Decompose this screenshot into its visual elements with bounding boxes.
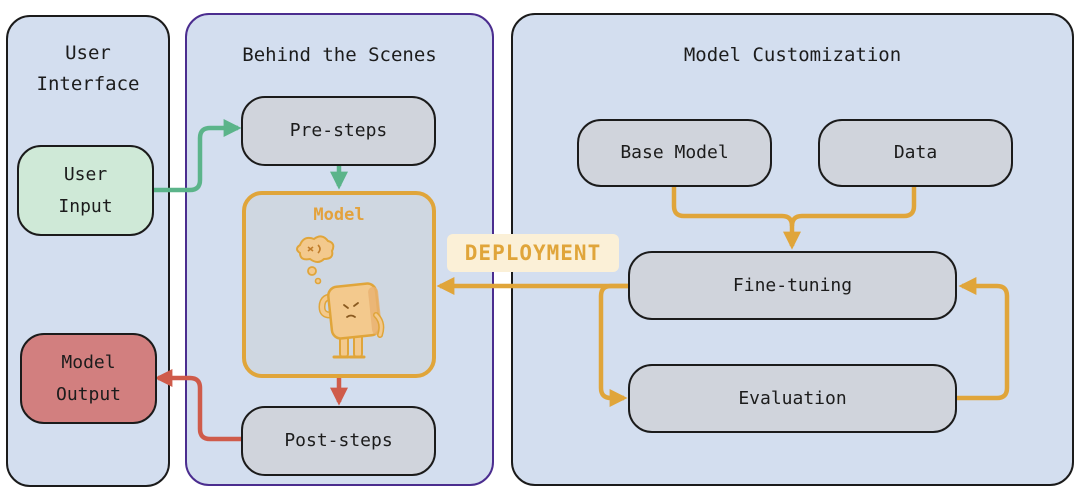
model-customization-title: Model Customization: [683, 44, 902, 66]
arrow-finetuning-to-evaluation: [598, 283, 628, 407]
fine-tuning-node: Fine-tuning: [628, 251, 957, 320]
data-node: Data: [818, 119, 1013, 187]
user-interface-title-line1: User: [65, 42, 111, 64]
model-output-line2: Output: [55, 383, 122, 405]
arrow-evaluation-to-finetuning: [957, 277, 1010, 401]
arrow-poststeps-to-output: [154, 369, 242, 442]
model-box: Model: [242, 191, 436, 378]
user-input-line1: User: [63, 163, 108, 185]
confused-cube-mascot-icon: [296, 235, 385, 359]
model-output-line1: Model: [61, 351, 116, 373]
connector-basemodel-down: [671, 187, 801, 250]
pre-steps-node: Pre-steps: [241, 96, 436, 166]
user-interface-title-line2: Interface: [36, 73, 140, 95]
user-input-node: User Input: [17, 145, 154, 236]
user-interface-title: User Interface: [6, 38, 170, 100]
evaluation-node: Evaluation: [628, 364, 957, 433]
model-output-node: Model Output: [20, 333, 157, 424]
post-steps-node: Post-steps: [241, 406, 436, 476]
behind-the-scenes-title: Behind the Scenes: [242, 44, 437, 66]
arrow-input-to-presteps: [154, 119, 242, 193]
base-model-node: Base Model: [577, 119, 772, 187]
deployment-label: DEPLOYMENT: [447, 234, 619, 272]
model-label: Model: [313, 205, 365, 225]
user-input-line2: Input: [58, 195, 113, 217]
connector-data-down: [789, 187, 917, 227]
